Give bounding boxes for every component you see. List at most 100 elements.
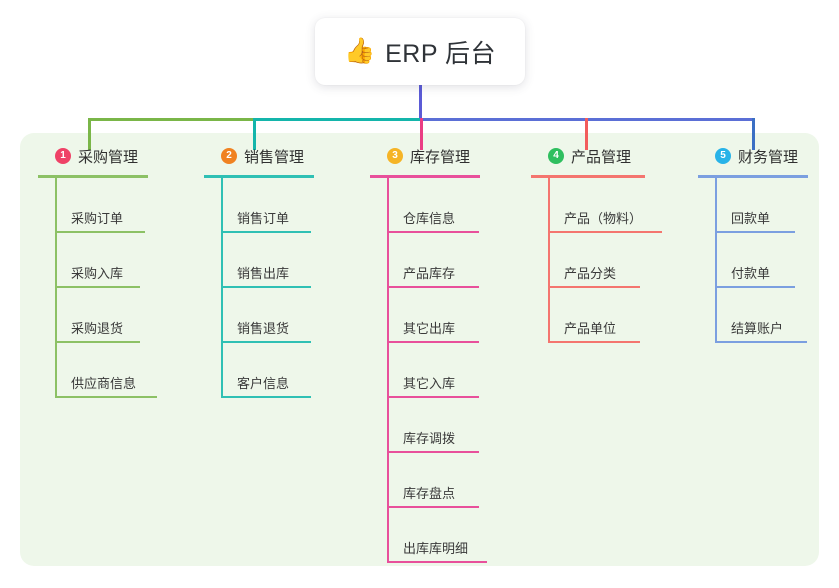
branch-item[interactable]: 库存调拨 (387, 398, 520, 453)
root-node[interactable]: 👍 ERP 后台 (315, 18, 525, 85)
branch-header-finance[interactable]: 5 财务管理 (698, 144, 823, 168)
branch-item-label: 销售订单 (237, 211, 290, 226)
branch-header-rule (370, 175, 480, 178)
branch-item-rule (221, 341, 311, 343)
branch-item-rule (387, 231, 479, 233)
stub-purchase (88, 118, 91, 150)
branch-header-product[interactable]: 4 产品管理 (531, 144, 683, 168)
branch-item[interactable]: 销售出库 (221, 233, 354, 288)
branch-number-badge: 1 (55, 148, 71, 164)
branch-column-finance: 5 财务管理回款单付款单结算账户 (698, 144, 823, 343)
content-panel (20, 133, 819, 566)
branch-item[interactable]: 产品库存 (387, 233, 520, 288)
branch-header-inventory[interactable]: 3 库存管理 (370, 144, 520, 168)
branch-item[interactable]: 销售订单 (221, 178, 354, 233)
bus-segment-teal (253, 118, 421, 121)
branch-item-label: 付款单 (731, 266, 771, 281)
branch-item-rule (387, 396, 479, 398)
branch-item-label: 销售出库 (237, 266, 290, 281)
branch-header-purchase[interactable]: 1 采购管理 (38, 144, 188, 168)
branch-number-badge: 2 (221, 148, 237, 164)
branch-item-rule (715, 231, 795, 233)
branch-column-product: 4 产品管理产品（物料） 产品分类产品单位 (531, 144, 683, 343)
branch-item-rule (387, 506, 479, 508)
bus-segment-green (88, 118, 254, 121)
branch-item[interactable]: 其它出库 (387, 288, 520, 343)
branch-item-label: 其它出库 (403, 321, 456, 336)
branch-item-rule (221, 231, 311, 233)
branch-item[interactable]: 供应商信息 (55, 343, 188, 398)
branch-spine-line (548, 178, 550, 343)
stub-sales (253, 118, 256, 150)
branch-item-label: 采购订单 (71, 211, 124, 226)
branch-item-label: 采购退货 (71, 321, 124, 336)
branch-title-sales: 销售管理 (244, 148, 305, 166)
branch-item[interactable]: 产品单位 (548, 288, 683, 343)
branch-item-label: 其它入库 (403, 376, 456, 391)
branch-item[interactable]: 采购入库 (55, 233, 188, 288)
branch-item-rule (387, 451, 479, 453)
branch-item-label: 客户信息 (237, 376, 290, 391)
branch-item-rule (548, 286, 640, 288)
branch-header-sales[interactable]: 2 销售管理 (204, 144, 354, 168)
stub-inventory (420, 118, 423, 150)
branch-item-label: 回款单 (731, 211, 771, 226)
branch-spine-line (221, 178, 223, 398)
branch-item-label: 供应商信息 (71, 376, 137, 391)
branch-spine-line (715, 178, 717, 343)
branch-item[interactable]: 客户信息 (221, 343, 354, 398)
branch-item-rule (387, 341, 479, 343)
branch-item-list: 回款单付款单结算账户 (698, 178, 823, 343)
branch-title-inventory: 库存管理 (410, 148, 471, 166)
branch-item-label: 仓库信息 (403, 211, 456, 226)
branch-item[interactable]: 产品分类 (548, 233, 683, 288)
branch-item-rule (221, 396, 311, 398)
branch-item[interactable]: 付款单 (715, 233, 823, 288)
branch-number-badge: 5 (715, 148, 731, 164)
branch-item[interactable]: 回款单 (715, 178, 823, 233)
branch-item-label: 产品（物料） (564, 211, 643, 226)
branch-item-rule (548, 231, 662, 233)
branch-number-badge: 4 (548, 148, 564, 164)
branch-item-rule (221, 286, 311, 288)
branch-item-rule (715, 341, 807, 343)
branch-item-list: 销售订单销售出库销售退货客户信息 (204, 178, 354, 398)
branch-item[interactable]: 库存盘点 (387, 453, 520, 508)
branch-item-rule (55, 341, 140, 343)
branch-item-rule (55, 231, 145, 233)
branch-item-label: 出库库明细 (403, 541, 469, 556)
branch-item-rule (387, 561, 487, 563)
branch-item-rule (548, 341, 640, 343)
branch-item-label: 结算账户 (731, 321, 784, 336)
branch-title-purchase: 采购管理 (78, 148, 139, 166)
stub-product (585, 118, 588, 150)
branch-item-label: 库存盘点 (403, 486, 456, 501)
branch-item-label: 产品库存 (403, 266, 456, 281)
branch-title-finance: 财务管理 (738, 148, 799, 166)
branch-spine-line (387, 178, 389, 563)
branch-header-rule (38, 175, 148, 178)
branch-item[interactable]: 采购退货 (55, 288, 188, 343)
branch-column-inventory: 3 库存管理仓库信息产品库存其它出库其它入库库存调拨库存盘点出库库明细 (370, 144, 520, 563)
branch-item[interactable]: 仓库信息 (387, 178, 520, 233)
branch-item-rule (387, 286, 479, 288)
branch-number-badge: 3 (387, 148, 403, 164)
branch-spine-line (55, 178, 57, 398)
branch-header-rule (531, 175, 645, 178)
branch-item[interactable]: 产品（物料） (548, 178, 683, 233)
branch-item[interactable]: 采购订单 (55, 178, 188, 233)
branch-title-product: 产品管理 (571, 148, 632, 166)
branch-column-purchase: 1 采购管理采购订单采购入库采购退货供应商信息 (38, 144, 188, 398)
branch-item-label: 销售退货 (237, 321, 290, 336)
branch-item[interactable]: 出库库明细 (387, 508, 520, 563)
root-trunk-line (419, 78, 422, 120)
branch-item[interactable]: 其它入库 (387, 343, 520, 398)
branch-item[interactable]: 销售退货 (221, 288, 354, 343)
branch-item-list: 产品（物料） 产品分类产品单位 (531, 178, 683, 343)
branch-item-label: 产品单位 (564, 321, 617, 336)
branch-item[interactable]: 结算账户 (715, 288, 823, 343)
stub-finance (752, 118, 755, 150)
root-title: ERP 后台 (385, 39, 497, 68)
branch-header-rule (204, 175, 314, 178)
